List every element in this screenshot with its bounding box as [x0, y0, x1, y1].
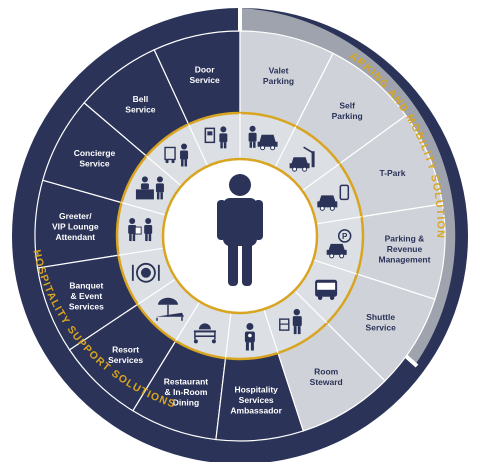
- svg-text:P: P: [342, 232, 348, 241]
- valet-car-icon: [248, 125, 278, 151]
- segment-divider: [137, 278, 177, 305]
- segment-divider: [146, 155, 182, 187]
- segment-divider: [294, 290, 328, 324]
- concierge-desk-icon: [135, 176, 164, 200]
- segment-divider: [301, 163, 340, 192]
- shuttle-bus-icon: [315, 279, 338, 300]
- greeter-icon: [128, 218, 153, 242]
- car-phone-icon: [317, 184, 350, 211]
- room-service-cart-icon: [193, 323, 216, 344]
- segment-divider: [118, 247, 165, 256]
- parking-outer-band: [240, 8, 456, 365]
- beach-lounger-icon: [155, 297, 184, 321]
- door-attendant-icon: [204, 126, 228, 149]
- segment-divider: [315, 216, 362, 225]
- bellhop-cart-icon: [164, 143, 189, 167]
- banquet-plate-icon: [131, 262, 160, 283]
- segment-label: T-Park: [379, 168, 405, 178]
- person-icon: [217, 174, 263, 286]
- segment-divider: [263, 309, 279, 354]
- segment-divider: [121, 202, 167, 216]
- room-steward-icon: [279, 308, 302, 335]
- ambassador-icon: [244, 323, 255, 351]
- parking-pin-icon: P: [326, 229, 352, 259]
- segment-divider: [313, 259, 358, 275]
- segment-divider: [175, 301, 201, 342]
- parking-gate-icon: [289, 146, 315, 172]
- segment-divider: [274, 126, 297, 168]
- segment-divider: [224, 312, 232, 359]
- segment-divider: [187, 124, 209, 167]
